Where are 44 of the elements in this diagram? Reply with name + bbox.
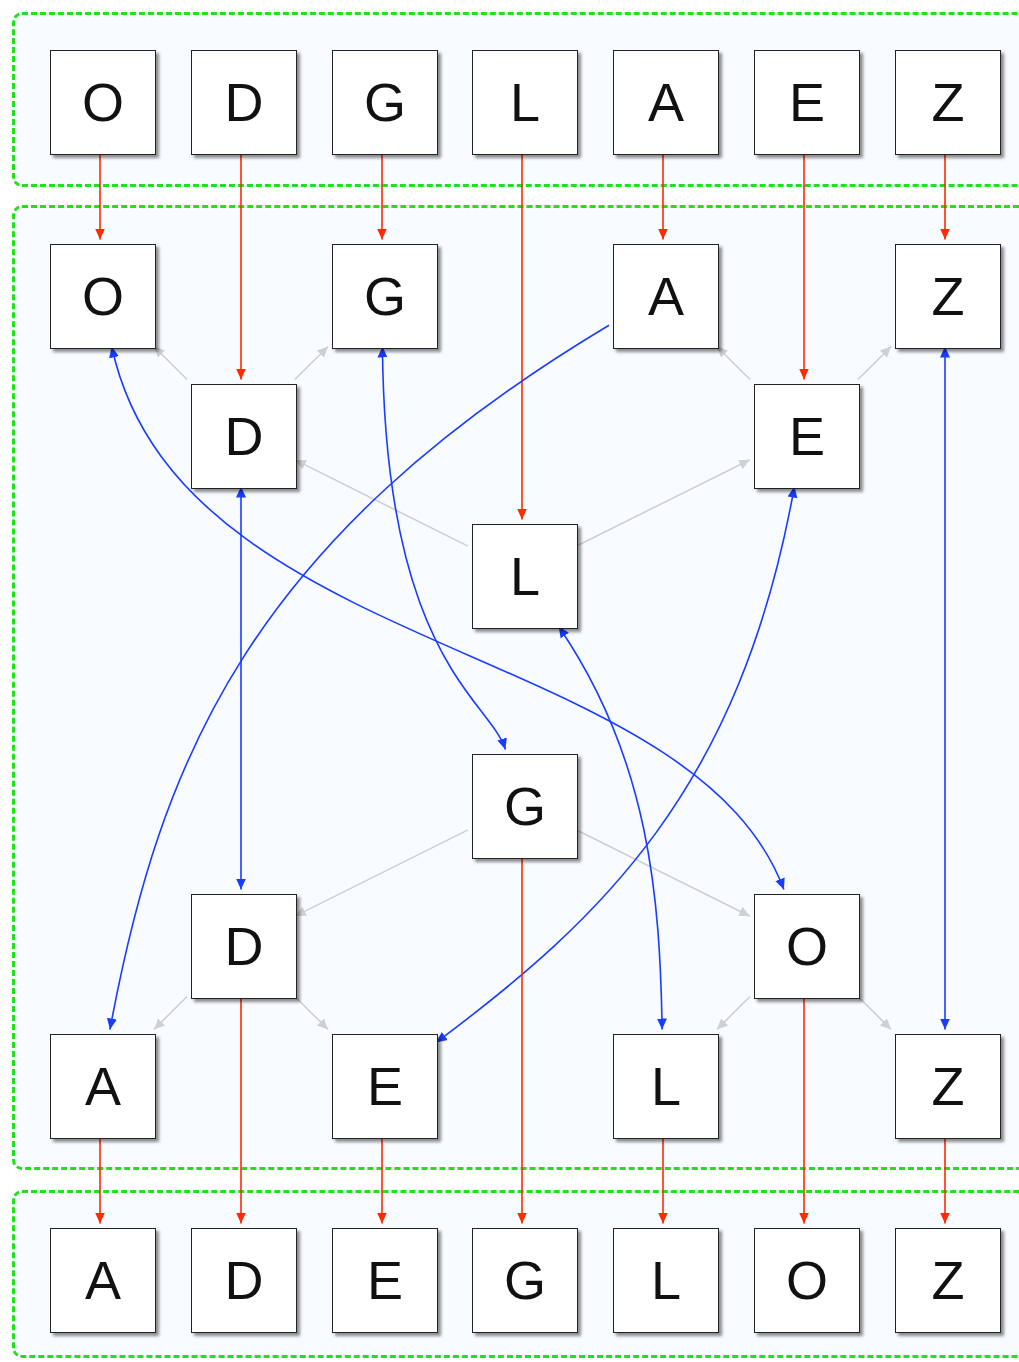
arrow (107, 324, 610, 1031)
letter-box: G (472, 1227, 578, 1333)
letter-box: A (50, 1227, 156, 1333)
letter-box: D (191, 1227, 297, 1333)
letter-box: G (332, 243, 438, 349)
arrow (294, 995, 329, 1031)
letter-box: A (613, 49, 719, 155)
letter-box: O (50, 49, 156, 155)
arrow (857, 995, 892, 1031)
arrow (294, 829, 469, 917)
letter-box: D (191, 893, 297, 999)
letter-box: L (613, 1227, 719, 1333)
dashed-group-frame (12, 12, 1019, 187)
letter-box: D (191, 383, 297, 489)
letter-box: O (754, 1227, 860, 1333)
letter-box: L (472, 49, 578, 155)
letter-box: Z (895, 243, 1001, 349)
letter-box: L (472, 523, 578, 629)
letter-box: G (472, 753, 578, 859)
arrow (857, 345, 892, 381)
arrow (153, 995, 188, 1031)
letter-box: D (191, 49, 297, 155)
letter-box: Z (895, 1227, 1001, 1333)
arrow (294, 459, 469, 547)
letter-box: G (332, 49, 438, 155)
letter-box: O (754, 893, 860, 999)
arrow (575, 459, 751, 547)
arrow (153, 345, 188, 381)
arrow (575, 829, 751, 917)
letter-box: A (613, 243, 719, 349)
letter-box: E (754, 383, 860, 489)
letter-box: Z (895, 49, 1001, 155)
dashed-group-frame (12, 1190, 1019, 1358)
letter-box: A (50, 1033, 156, 1139)
letter-box: O (50, 243, 156, 349)
letter-box: Z (895, 1033, 1001, 1139)
letter-box: L (613, 1033, 719, 1139)
arrow (294, 345, 329, 381)
arrow (716, 995, 751, 1031)
arrow (716, 345, 751, 381)
letter-box: E (332, 1227, 438, 1333)
dashed-group-frame (12, 205, 1019, 1170)
letter-box: E (332, 1033, 438, 1139)
letter-box: E (754, 49, 860, 155)
